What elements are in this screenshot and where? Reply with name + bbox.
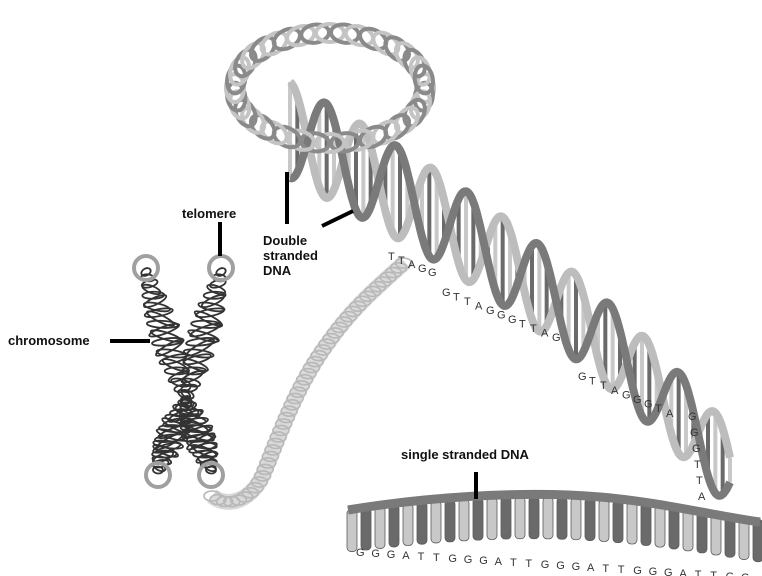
base-rung: [599, 500, 609, 542]
base-rung: [669, 507, 679, 549]
base-rung: [655, 505, 665, 547]
ss-base-letter: G: [387, 549, 396, 561]
overhang-letter: A: [408, 259, 416, 271]
overhang-letter: T: [694, 459, 701, 471]
overhang-letter: T: [519, 319, 526, 331]
ss-base-letter: G: [556, 560, 565, 572]
overhang-letter: A: [475, 301, 483, 313]
base-rung: [459, 499, 469, 541]
ss-base-letter: T: [433, 552, 440, 564]
base-rung: [571, 498, 581, 540]
base-rung: [445, 500, 455, 542]
base-rung: [403, 504, 413, 546]
ss-base-letter: G: [371, 548, 380, 560]
overhang-letter: A: [611, 385, 619, 397]
base-rung: [417, 502, 427, 544]
ss-base-letter: G: [664, 567, 673, 576]
base-rung: [627, 502, 637, 544]
base-rung: [487, 497, 497, 539]
ss-base-letter: G: [649, 566, 658, 576]
overhang-letter: T: [600, 380, 607, 392]
ss-base-letter: A: [587, 562, 595, 574]
overhang-letter: G: [690, 427, 699, 439]
ss-base-letter: G: [479, 555, 488, 567]
double-stranded-dna-label: Double stranded DNA: [263, 233, 318, 278]
base-rung: [585, 499, 595, 541]
ss-base-letter: T: [602, 563, 609, 575]
base-rung: [641, 503, 651, 545]
overhang-letter: A: [698, 491, 706, 503]
ss-base-letter: T: [710, 570, 717, 576]
base-rung: [557, 497, 567, 539]
ss-base-letter: G: [541, 559, 550, 571]
base-rung: [389, 505, 399, 547]
ss-base-letter: G: [726, 571, 735, 576]
ss-base-letter: G: [464, 554, 473, 566]
overhang-letter: G: [442, 287, 451, 299]
overhang-letter: T: [530, 323, 537, 335]
single-stranded-dna-label: single stranded DNA: [401, 447, 529, 462]
base-rung: [375, 506, 385, 548]
overhang-letter: G: [688, 411, 697, 423]
ss-base-letter: A: [402, 550, 410, 562]
overhang-letter: G: [428, 267, 437, 279]
overhang-letter: G: [418, 263, 427, 275]
ss-base-letter: G: [572, 561, 581, 573]
overhang-letter: G: [633, 394, 642, 406]
overhang-letter: G: [578, 371, 587, 383]
ss-base-letter: T: [510, 557, 517, 569]
base-rung: [515, 497, 525, 539]
chromatin-coil: [204, 258, 412, 507]
overhang-letter: G: [552, 332, 561, 344]
overhang-letter: T: [453, 292, 460, 304]
base-rung: [431, 501, 441, 543]
overhang-letter: A: [541, 328, 549, 340]
ss-base-letter: T: [618, 564, 625, 576]
overhang-letter: G: [644, 399, 653, 411]
overhang-letter: T: [589, 376, 596, 388]
overhang-letter: T: [388, 251, 395, 263]
chromosome-shape: [134, 256, 233, 487]
ss-base-letter: A: [679, 568, 687, 576]
telomere-label: telomere: [182, 206, 236, 221]
ss-base-letter: G: [356, 547, 365, 559]
ss-base-letter: G: [448, 553, 457, 565]
overhang-letter: G: [692, 443, 701, 455]
overhang-letter: G: [486, 305, 495, 317]
base-rung: [613, 501, 623, 543]
double-stranded-dna-line-3: DNA: [263, 263, 318, 278]
chromosome-label: chromosome: [8, 333, 90, 348]
overhang-letter: G: [508, 314, 517, 326]
overhang-letter: G: [622, 389, 631, 401]
base-rung: [473, 498, 483, 540]
overhang-letter: T: [464, 296, 471, 308]
double-stranded-dna-line-2: stranded: [263, 248, 318, 263]
ss-base-letter: G: [741, 572, 750, 576]
base-rung: [529, 497, 539, 539]
dsdna-leader-diagonal: [322, 211, 353, 226]
overhang-letter: T: [696, 475, 703, 487]
base-rung: [361, 508, 371, 550]
coiled-loop: [225, 23, 435, 154]
ss-base-letter: G: [633, 565, 642, 576]
base-rung: [543, 497, 553, 539]
double-stranded-dna-line-1: Double: [263, 233, 318, 248]
ss-base-letter: T: [695, 569, 702, 576]
ss-base-letter: A: [495, 556, 503, 568]
ss-base-letter: T: [418, 551, 425, 563]
ss-base-letter: T: [525, 558, 532, 570]
base-rung: [501, 497, 511, 539]
overhang-letter: G: [497, 310, 506, 322]
overhang-letter: A: [666, 408, 674, 420]
overhang-letter: T: [655, 403, 662, 415]
base-rung: [347, 510, 357, 552]
base-rung: [683, 509, 693, 551]
overhang-letter: T: [398, 255, 405, 267]
